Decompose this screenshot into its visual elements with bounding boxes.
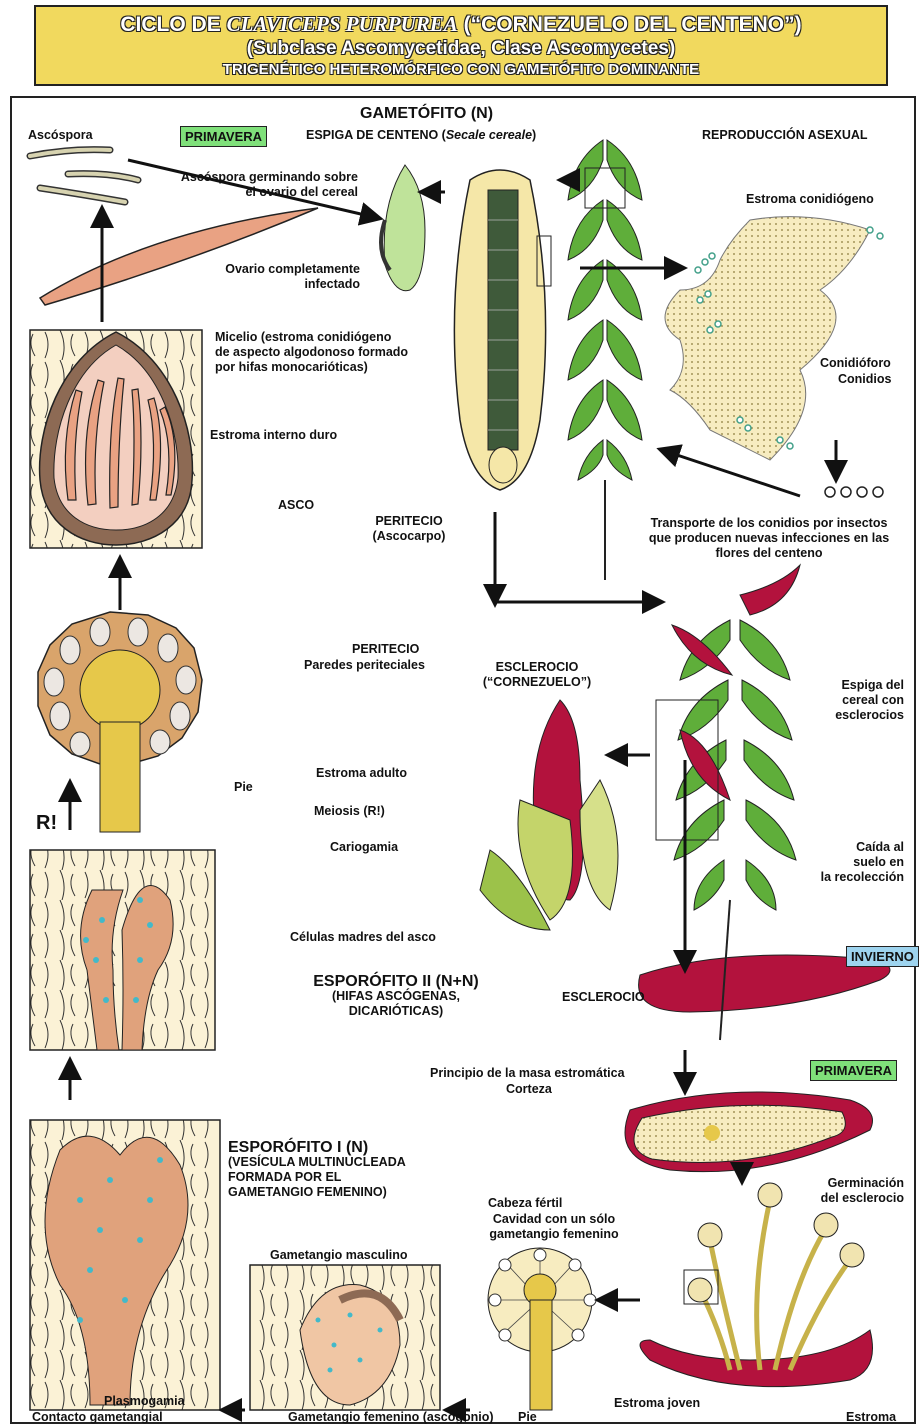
label-reproduccion-asexual: REPRODUCCIÓN ASEXUAL xyxy=(702,128,868,143)
ovary-germinating xyxy=(381,165,425,291)
ergot-with-glumes xyxy=(480,700,618,930)
perithecium-section xyxy=(30,330,202,548)
label-corteza: Corteza xyxy=(506,1082,552,1097)
label-celulas-madres: Células madres del asco xyxy=(290,930,436,945)
season-badge-spring-top: PRIMAVERA xyxy=(180,126,267,147)
label-estroma-joven: Estroma joven xyxy=(614,1396,700,1411)
season-badge-winter: INVIERNO xyxy=(846,946,919,967)
infected-ovary xyxy=(454,170,551,490)
label-conidioforo: Conidióforo xyxy=(820,356,891,371)
sclerotium-section xyxy=(625,1092,873,1172)
label-estroma-adulto: Estroma adulto xyxy=(316,766,407,781)
label-esclerocio-invierno: ESCLEROCIO xyxy=(562,990,645,1005)
label-espiga-centeno: ESPIGA DE CENTENO (Secale cereale) xyxy=(306,128,536,143)
young-stroma-head xyxy=(488,1248,596,1410)
label-principio-masa: Principio de la masa estromática xyxy=(430,1066,625,1081)
label-peritecio-ascocarpo: PERITECIO(Ascocarpo) xyxy=(354,514,464,544)
label-esporofito-2: ESPORÓFITO II (N+N)(HIFAS ASCÓGENAS,DICA… xyxy=(286,974,506,1019)
label-meiosis: Meiosis (R!) xyxy=(314,804,385,819)
label-asco: ASCO xyxy=(278,498,314,513)
label-paredes: Paredes periteciales xyxy=(304,658,425,673)
label-estroma-conidiogeno: Estroma conidiógeno xyxy=(746,192,874,207)
label-gametofito: GAMETÓFITO (N) xyxy=(360,106,493,121)
germinating-sclerotium xyxy=(640,1183,873,1387)
sporophyte-1-box xyxy=(30,1120,220,1410)
label-cariogamia: Cariogamia xyxy=(330,840,398,855)
gametangia-box xyxy=(250,1265,440,1410)
label-pie-b: Pie xyxy=(518,1410,537,1425)
rye-ear xyxy=(568,140,642,580)
season-badge-spring-bottom: PRIMAVERA xyxy=(810,1060,897,1081)
label-conidios: Conidios xyxy=(838,372,891,387)
sporophyte-2-box xyxy=(30,850,215,1050)
label-pie: Pie xyxy=(234,780,253,795)
label-contacto-gametangial: Contacto gametangial xyxy=(32,1410,163,1425)
label-plasmogamia: Plasmogamia xyxy=(104,1394,185,1409)
ascospores xyxy=(30,150,138,202)
label-cabeza-fertil: Cabeza fértil xyxy=(488,1196,562,1211)
label-estroma-interno: Estroma interno duro xyxy=(210,428,337,443)
label-esclerocio-cornezuelo: ESCLEROCIO(“CORNEZUELO”) xyxy=(472,660,602,690)
label-reduction-r: R! xyxy=(36,816,57,831)
label-gametangio-masculino: Gametangio masculino xyxy=(270,1248,408,1263)
adult-stroma xyxy=(38,612,202,832)
label-peritecio-b: PERITECIO xyxy=(352,642,419,657)
label-gametangio-femenino: Gametangio femenino (ascogonio) xyxy=(288,1410,494,1425)
label-estroma: Estroma xyxy=(846,1410,896,1425)
label-ascospora: Ascóspora xyxy=(28,128,93,143)
